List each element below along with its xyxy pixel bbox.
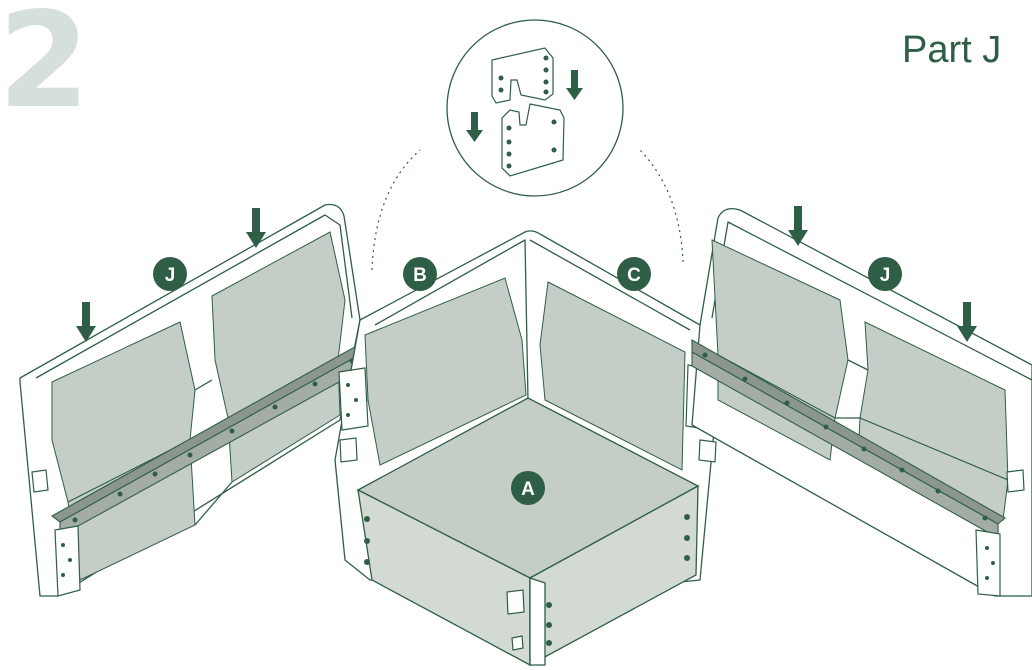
part-title: Part J xyxy=(902,29,1001,71)
label-j-left: J xyxy=(153,257,187,291)
callout-line-right xyxy=(638,148,683,262)
label-j-right-text: J xyxy=(880,265,891,286)
step-number: 2 xyxy=(0,0,90,138)
label-b-text: B xyxy=(413,265,427,286)
label-b: B xyxy=(403,257,437,291)
label-j-right: J xyxy=(868,257,902,291)
label-c-text: C xyxy=(627,265,641,286)
label-a: A xyxy=(511,471,545,505)
label-c: C xyxy=(617,257,651,291)
label-a-text: A xyxy=(521,479,535,500)
label-j-left-text: J xyxy=(165,265,176,286)
callout-line-left xyxy=(372,150,420,270)
bracket-detail-callout xyxy=(447,20,623,196)
